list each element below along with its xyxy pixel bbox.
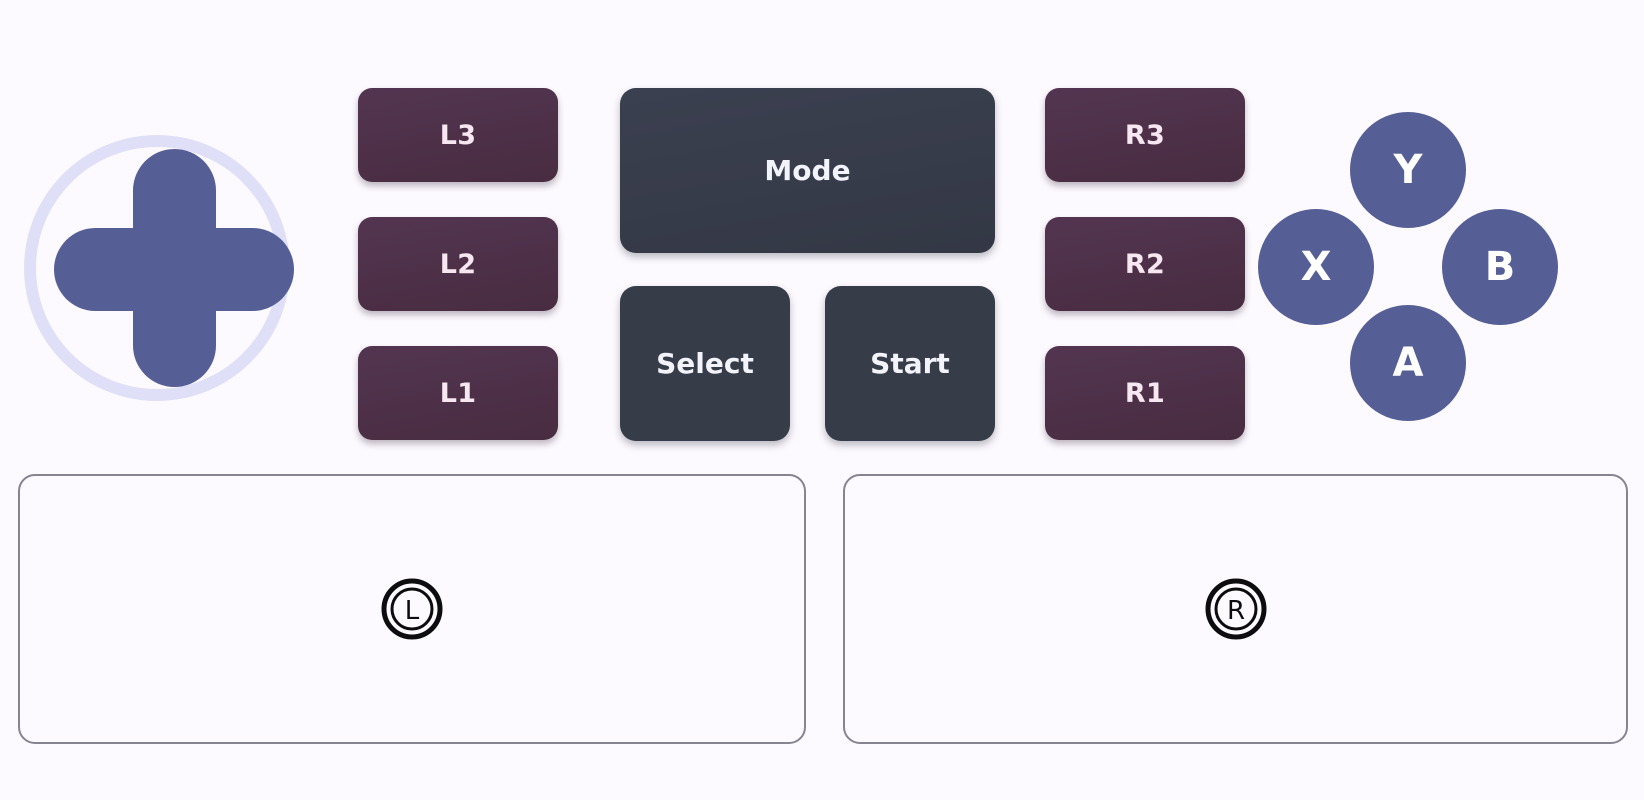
- center-button-cluster: Mode Select Start: [620, 88, 995, 441]
- left-trigger-column: L3 L2 L1: [358, 88, 558, 475]
- button-select[interactable]: Select: [620, 286, 790, 441]
- button-a[interactable]: A: [1350, 305, 1466, 421]
- button-l2[interactable]: L2: [358, 217, 558, 311]
- circled-r-icon: R: [1204, 577, 1268, 641]
- button-r2[interactable]: R2: [1045, 217, 1245, 311]
- left-trackpad[interactable]: L: [18, 474, 806, 744]
- button-mode[interactable]: Mode: [620, 88, 995, 253]
- button-start[interactable]: Start: [825, 286, 995, 441]
- button-l1[interactable]: L1: [358, 346, 558, 440]
- dpad-horizontal-arm: [54, 228, 294, 311]
- dpad-cross-icon: [54, 149, 294, 387]
- button-x[interactable]: X: [1258, 209, 1374, 325]
- button-r3[interactable]: R3: [1045, 88, 1245, 182]
- svg-text:L: L: [405, 596, 420, 626]
- button-l3[interactable]: L3: [358, 88, 558, 182]
- select-start-row: Select Start: [620, 286, 995, 441]
- svg-text:R: R: [1226, 596, 1244, 626]
- circled-l-icon: L: [380, 577, 444, 641]
- button-r1[interactable]: R1: [1045, 346, 1245, 440]
- button-b[interactable]: B: [1442, 209, 1558, 325]
- face-button-cluster: Y X B A: [1258, 112, 1558, 421]
- dpad[interactable]: [24, 135, 314, 425]
- right-trackpad[interactable]: R: [843, 474, 1628, 744]
- button-y[interactable]: Y: [1350, 112, 1466, 228]
- right-trigger-column: R3 R2 R1: [1045, 88, 1245, 475]
